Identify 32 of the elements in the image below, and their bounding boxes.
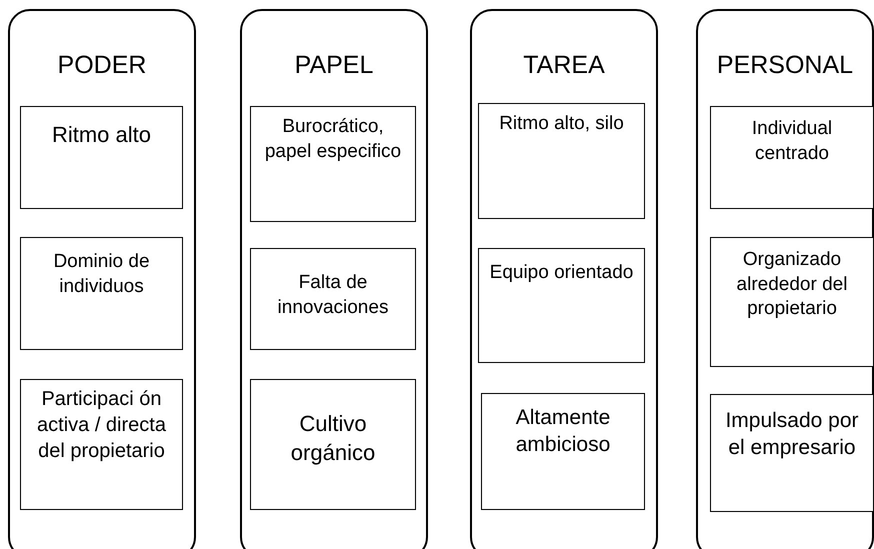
panel-heading: PAPEL: [294, 51, 374, 80]
trait-box: [478, 248, 645, 363]
trait-text: Individual centrado: [750, 117, 834, 166]
trait-text: Impulsado por el empresario: [724, 408, 860, 462]
category-panel: [8, 9, 196, 549]
trait-box: [250, 248, 416, 350]
trait-box: [481, 393, 645, 510]
panel-heading: PERSONAL: [716, 51, 854, 80]
trait-box: [20, 379, 183, 510]
trait-box: [478, 103, 645, 219]
trait-box: [710, 237, 874, 367]
trait-text: Falta de innovaciones: [276, 271, 390, 320]
trait-box: [20, 106, 183, 209]
trait-box: [250, 106, 416, 222]
trait-text: Cultivo orgánico: [290, 410, 376, 467]
trait-text: Altamente ambicioso: [514, 405, 612, 458]
trait-text: Equipo orientado: [490, 261, 634, 285]
panel-heading: TAREA: [522, 51, 606, 80]
trait-text: Ritmo alto, silo: [499, 112, 624, 136]
category-panel: [696, 9, 874, 549]
trait-text: Participaci ón activa / directa del propietario: [36, 387, 167, 464]
trait-text: Burocrático, papel especifico: [264, 115, 402, 164]
category-panel: [240, 9, 428, 549]
trait-text: Ritmo alto: [52, 121, 152, 149]
trait-text: Dominio de individuos: [52, 250, 151, 299]
trait-text: Organizado alrededor del propietario: [736, 248, 848, 322]
trait-box: [710, 394, 874, 512]
trait-box: [20, 237, 183, 350]
panel-heading: PODER: [56, 51, 148, 80]
trait-box: [710, 106, 874, 209]
trait-box: [250, 379, 416, 510]
category-panel: [470, 9, 658, 549]
